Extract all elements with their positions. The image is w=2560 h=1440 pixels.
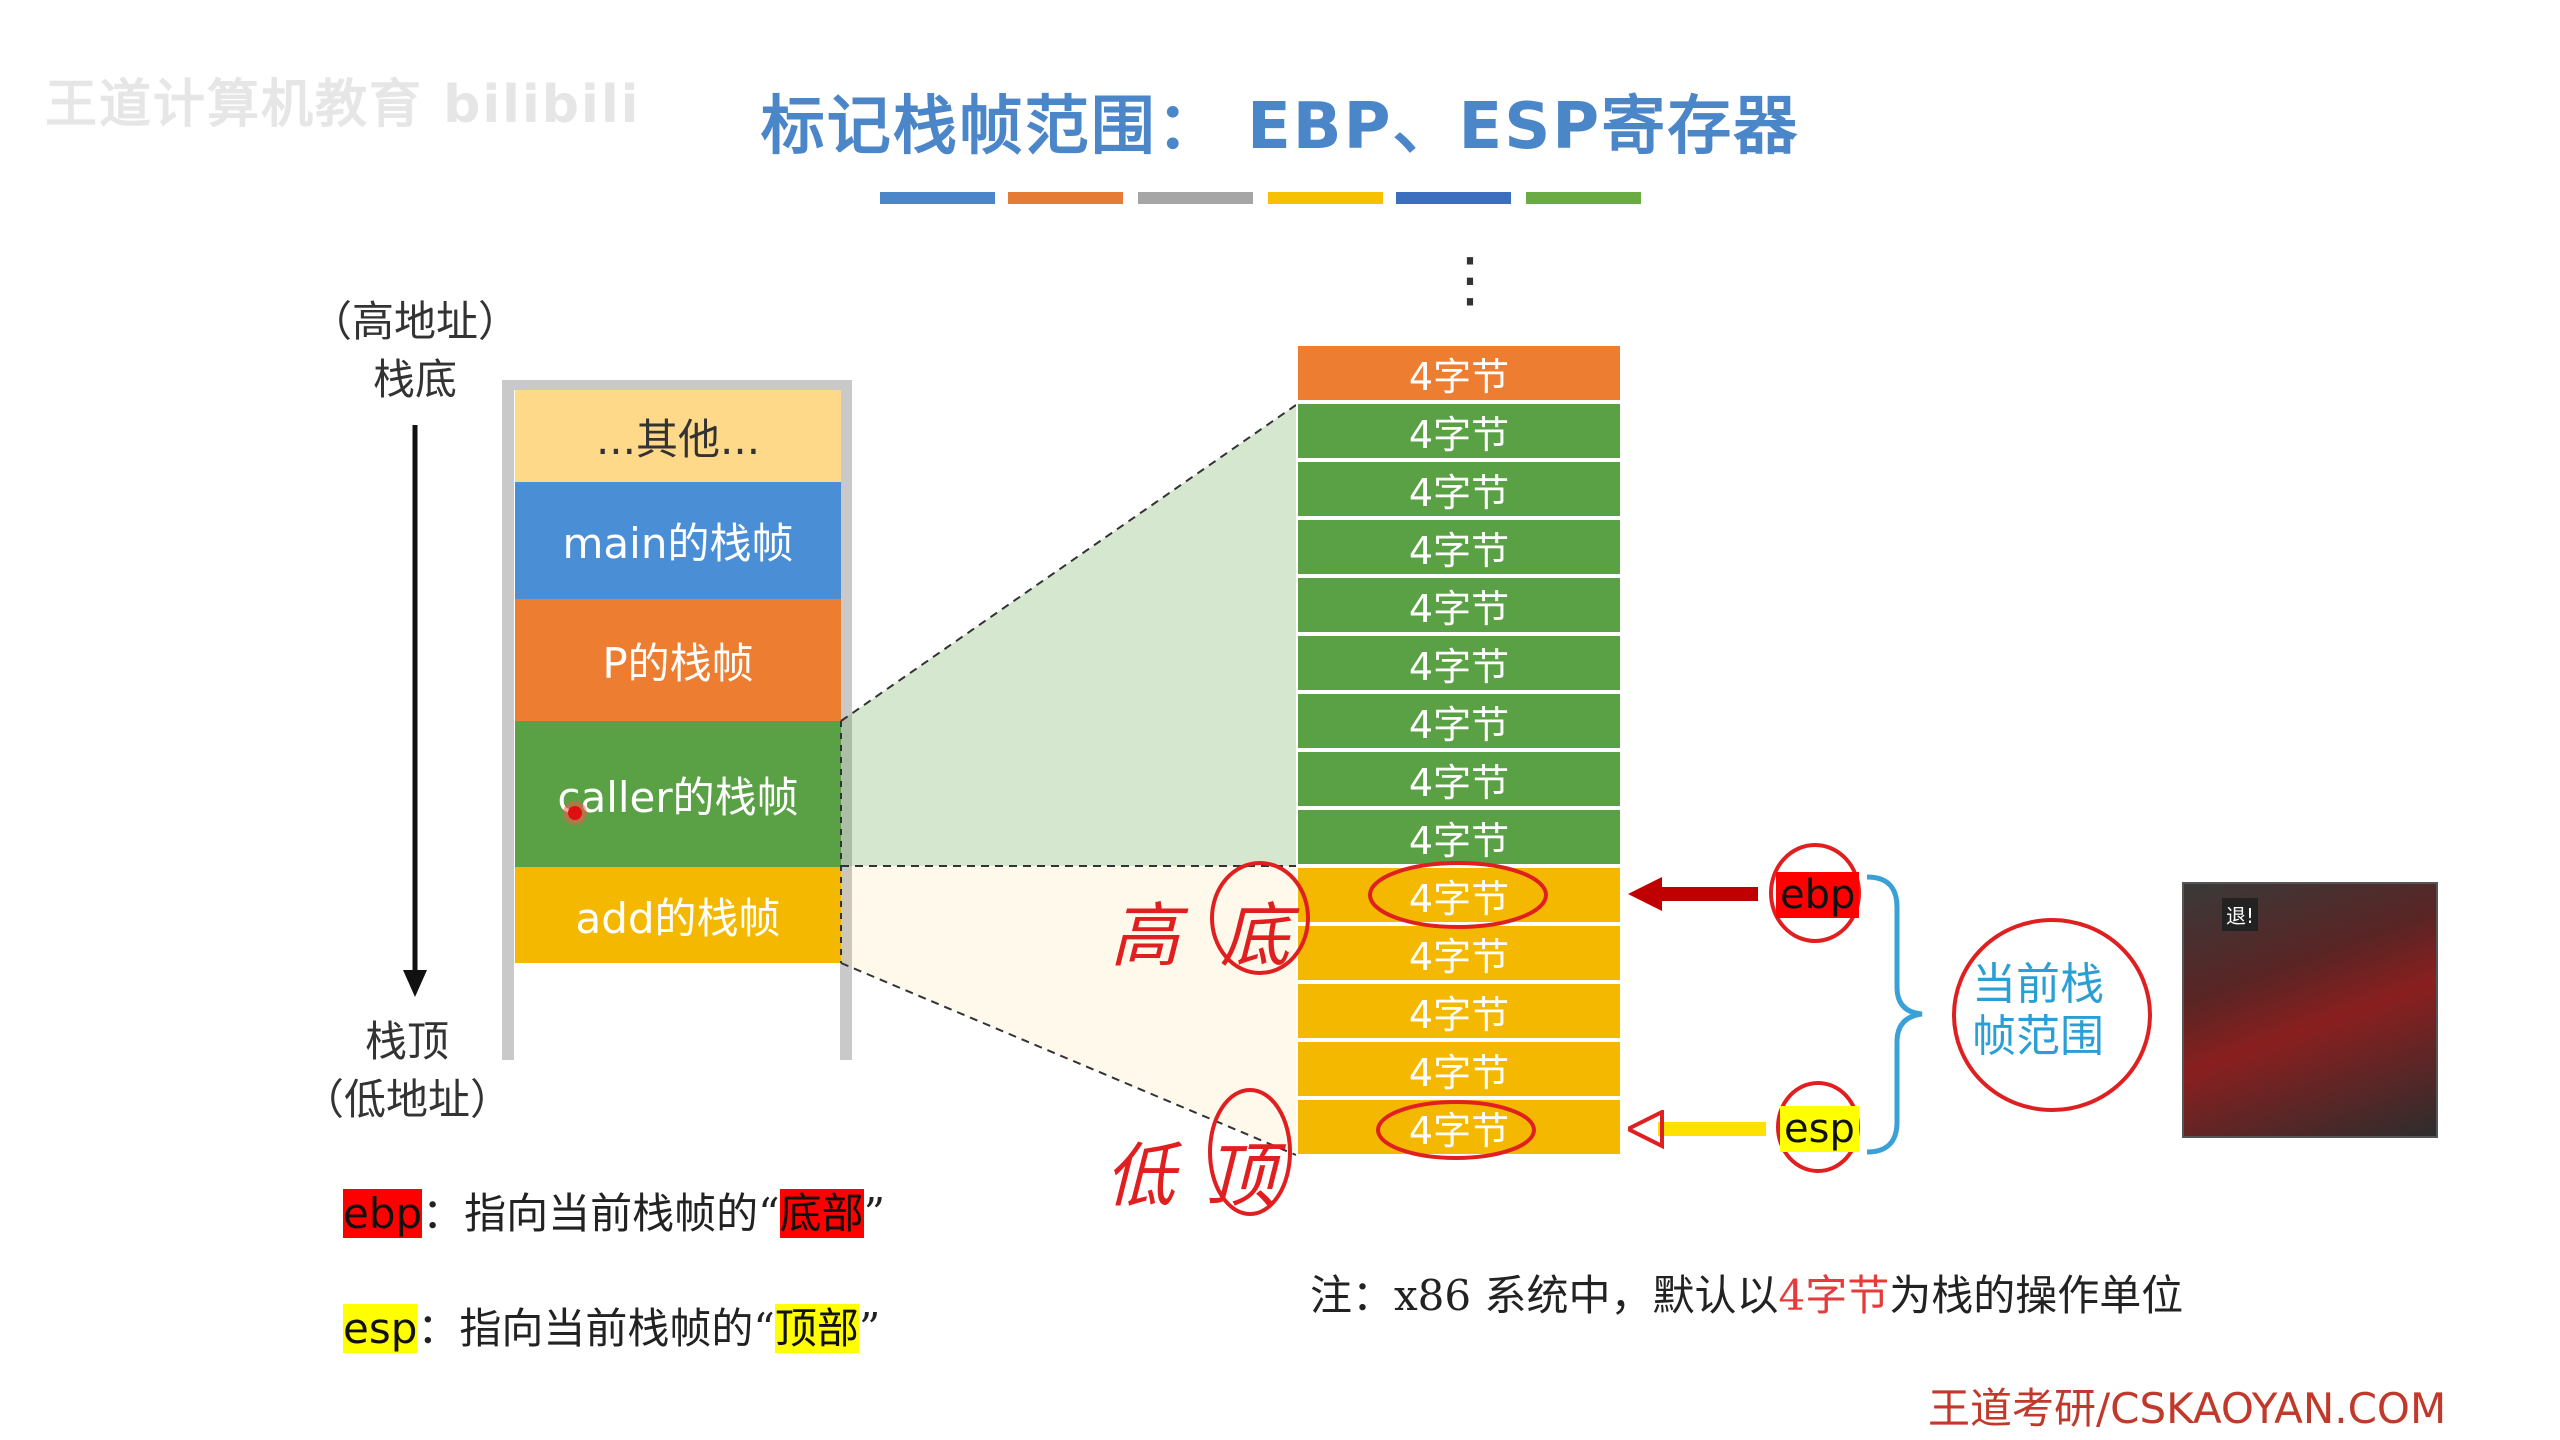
brace-label-line2: 帧范围 [1972, 1011, 2104, 1062]
pointer-dot [563, 801, 587, 825]
segment-main-frame: main的栈帧 [515, 482, 841, 599]
handwritten-high: 高 [1110, 895, 1180, 977]
byte-cell: 4字节 [1296, 1098, 1622, 1156]
segment-p-frame: P的栈帧 [515, 599, 841, 721]
range-brace [1866, 874, 1923, 1155]
byte-cell: 4字节 [1296, 692, 1622, 750]
legend-ebp-highlight: 底部 [779, 1189, 864, 1238]
presenter-photo: 退! [2182, 882, 2438, 1138]
byte-cell: 4字节 [1296, 460, 1622, 518]
byte-cell: 4字节 [1296, 576, 1622, 634]
legend-ebp-end: ” [863, 1189, 886, 1238]
high-address-label: （高地址） [309, 297, 520, 346]
colorbar-5 [1396, 192, 1511, 204]
colorbar-3 [1138, 192, 1253, 204]
byte-cell: 4字节 [1296, 750, 1622, 808]
esp-register-label: esp [1780, 1106, 1859, 1152]
stack-container [502, 380, 852, 1060]
byte-cell: 4字节 [1296, 866, 1622, 924]
segment-caller-frame: caller的栈帧 [515, 721, 841, 867]
footer-brand: 王道考研/CSKAOYAN.COM [1928, 1384, 2447, 1433]
segment-add-frame: add的栈帧 [515, 867, 841, 963]
footnote-highlight: 4字节 [1778, 1271, 1890, 1320]
brace-label-line1: 当前栈 [1972, 959, 2104, 1010]
esp-arrow [1628, 1110, 1766, 1150]
legend-ebp-text: ：指向当前栈帧的“ [422, 1189, 780, 1238]
footnote: 注：x86 系统中，默认以4字节为栈的操作单位 [1310, 1262, 2183, 1323]
stack-bottom-label: 栈底 [372, 355, 457, 404]
byte-cell: 4字节 [1296, 344, 1622, 402]
byte-cell: 4字节 [1296, 634, 1622, 692]
legend-esp-end: ” [858, 1304, 881, 1353]
ebp-register-label: ebp [1776, 872, 1860, 918]
legend-esp-key: esp [343, 1304, 418, 1353]
slide-title: 标记栈帧范围： EBP、ESP寄存器 [760, 90, 1800, 164]
legend-ebp-key: ebp [343, 1189, 423, 1238]
colorbar-4 [1268, 192, 1383, 204]
footnote-suffix: 为栈的操作单位 [1889, 1271, 2184, 1320]
colorbar-1 [880, 192, 995, 204]
low-address-label: （低地址） [301, 1075, 512, 1124]
byte-cell: 4字节 [1296, 982, 1622, 1040]
growth-arrow [403, 425, 427, 997]
byte-cell: 4字节 [1296, 402, 1622, 460]
legend-esp: esp：指向当前栈帧的“顶部” [343, 1295, 880, 1356]
photo-caption: 退! [2222, 898, 2259, 931]
colorbar-6 [1526, 192, 1641, 204]
legend-ebp: ebp：指向当前栈帧的“底部” [343, 1180, 885, 1241]
colorbar-2 [1008, 192, 1123, 204]
byte-cell: 4字节 [1296, 518, 1622, 576]
byte-cell: 4字节 [1296, 924, 1622, 982]
legend-esp-text: ：指向当前栈帧的“ [417, 1304, 775, 1353]
legend-esp-highlight: 顶部 [774, 1304, 859, 1353]
segment-others: ...其他... [515, 390, 841, 482]
handwritten-top: 顶 [1205, 1135, 1275, 1217]
byte-cell: 4字节 [1296, 1040, 1622, 1098]
watermark: 王道计算机教育 bilibili [45, 75, 641, 135]
handwritten-low: 低 [1105, 1135, 1175, 1217]
stack-top-label: 栈顶 [364, 1017, 449, 1066]
ebp-arrow [1628, 877, 1758, 911]
footnote-prefix: 注：x86 系统中，默认以 [1310, 1271, 1779, 1320]
